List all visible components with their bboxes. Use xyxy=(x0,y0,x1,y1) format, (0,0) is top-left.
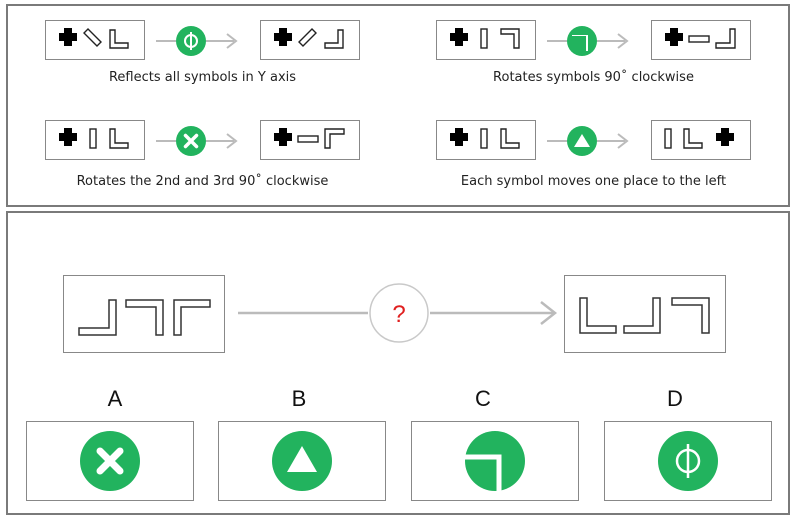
rule1-caption: Reflects all symbols in Y axis xyxy=(108,70,297,85)
puzzle-panel: ? A B C D xyxy=(6,211,790,515)
rule4-input-box xyxy=(436,120,536,160)
mirrored-l-shape xyxy=(324,29,344,49)
phi-icon xyxy=(658,431,718,491)
plus-shape xyxy=(59,128,77,146)
l-shape xyxy=(579,297,617,334)
rule2-arrow xyxy=(545,24,639,58)
rule1-input-box xyxy=(45,20,145,60)
diagonal-bar-shape xyxy=(83,28,102,47)
option-b-button[interactable] xyxy=(218,421,386,501)
horizontal-bar-shape xyxy=(297,135,319,143)
option-c-letter: C xyxy=(475,386,491,411)
option-a-letter: A xyxy=(107,386,123,411)
plus-shape xyxy=(450,128,468,146)
rule2-caption: Rotates symbols 90˚ clockwise xyxy=(493,70,694,85)
mirrored-l-shape xyxy=(623,297,661,334)
option-d-button[interactable] xyxy=(604,421,772,501)
rule3-arrow xyxy=(154,124,248,158)
puzzle-output-box xyxy=(564,275,726,353)
rules-panel: Reflects all symbols in Y axis Rotates s… xyxy=(6,4,790,207)
l-shape xyxy=(109,29,129,49)
green-corner-icon xyxy=(465,431,525,491)
puzzle-arrow: ? xyxy=(236,281,562,345)
rule2-input-box xyxy=(436,20,536,60)
rule4-arrow xyxy=(545,124,639,158)
rule1-arrow xyxy=(154,24,248,58)
vertical-bar-shape xyxy=(480,28,488,49)
vertical-bar-shape xyxy=(480,128,488,149)
puzzle-input-box xyxy=(63,275,225,353)
rule4-caption: Each symbol moves one place to the left xyxy=(460,174,727,189)
rule3-caption: Rotates the 2nd and 3rd 90˚ clockwise xyxy=(76,174,329,189)
corner-shape xyxy=(500,28,520,49)
corner-shape xyxy=(715,28,736,49)
l-shape xyxy=(109,128,129,149)
horizontal-bar-shape xyxy=(688,35,710,43)
option-c-button[interactable] xyxy=(411,421,579,501)
triangle-icon xyxy=(272,431,332,491)
l-shape xyxy=(500,128,520,149)
corner-shape xyxy=(125,299,164,336)
plus-shape xyxy=(274,28,292,46)
mirrored-l-shape xyxy=(78,299,117,336)
plus-shape xyxy=(59,28,77,46)
rule1-output-box xyxy=(260,20,360,60)
x-cross-icon xyxy=(80,431,140,491)
diagonal-bar-shape xyxy=(298,28,317,47)
rule3-output-box xyxy=(260,120,360,160)
corner-shape xyxy=(671,297,710,334)
rule3-input-box xyxy=(45,120,145,160)
plus-shape xyxy=(450,28,468,46)
vertical-bar-shape xyxy=(89,128,97,149)
rule4-output-box xyxy=(651,120,751,160)
l-shape xyxy=(683,128,703,149)
question-mark: ? xyxy=(392,301,405,328)
vertical-bar-shape xyxy=(664,128,672,149)
corner-shape xyxy=(173,299,211,336)
rule2-output-box xyxy=(651,20,751,60)
option-b-letter: B xyxy=(291,386,307,411)
plus-shape xyxy=(665,28,683,46)
corner-shape xyxy=(324,128,345,149)
plus-shape xyxy=(274,128,292,146)
option-d-letter: D xyxy=(667,386,683,411)
plus-shape xyxy=(716,128,734,146)
option-a-button[interactable] xyxy=(26,421,194,501)
